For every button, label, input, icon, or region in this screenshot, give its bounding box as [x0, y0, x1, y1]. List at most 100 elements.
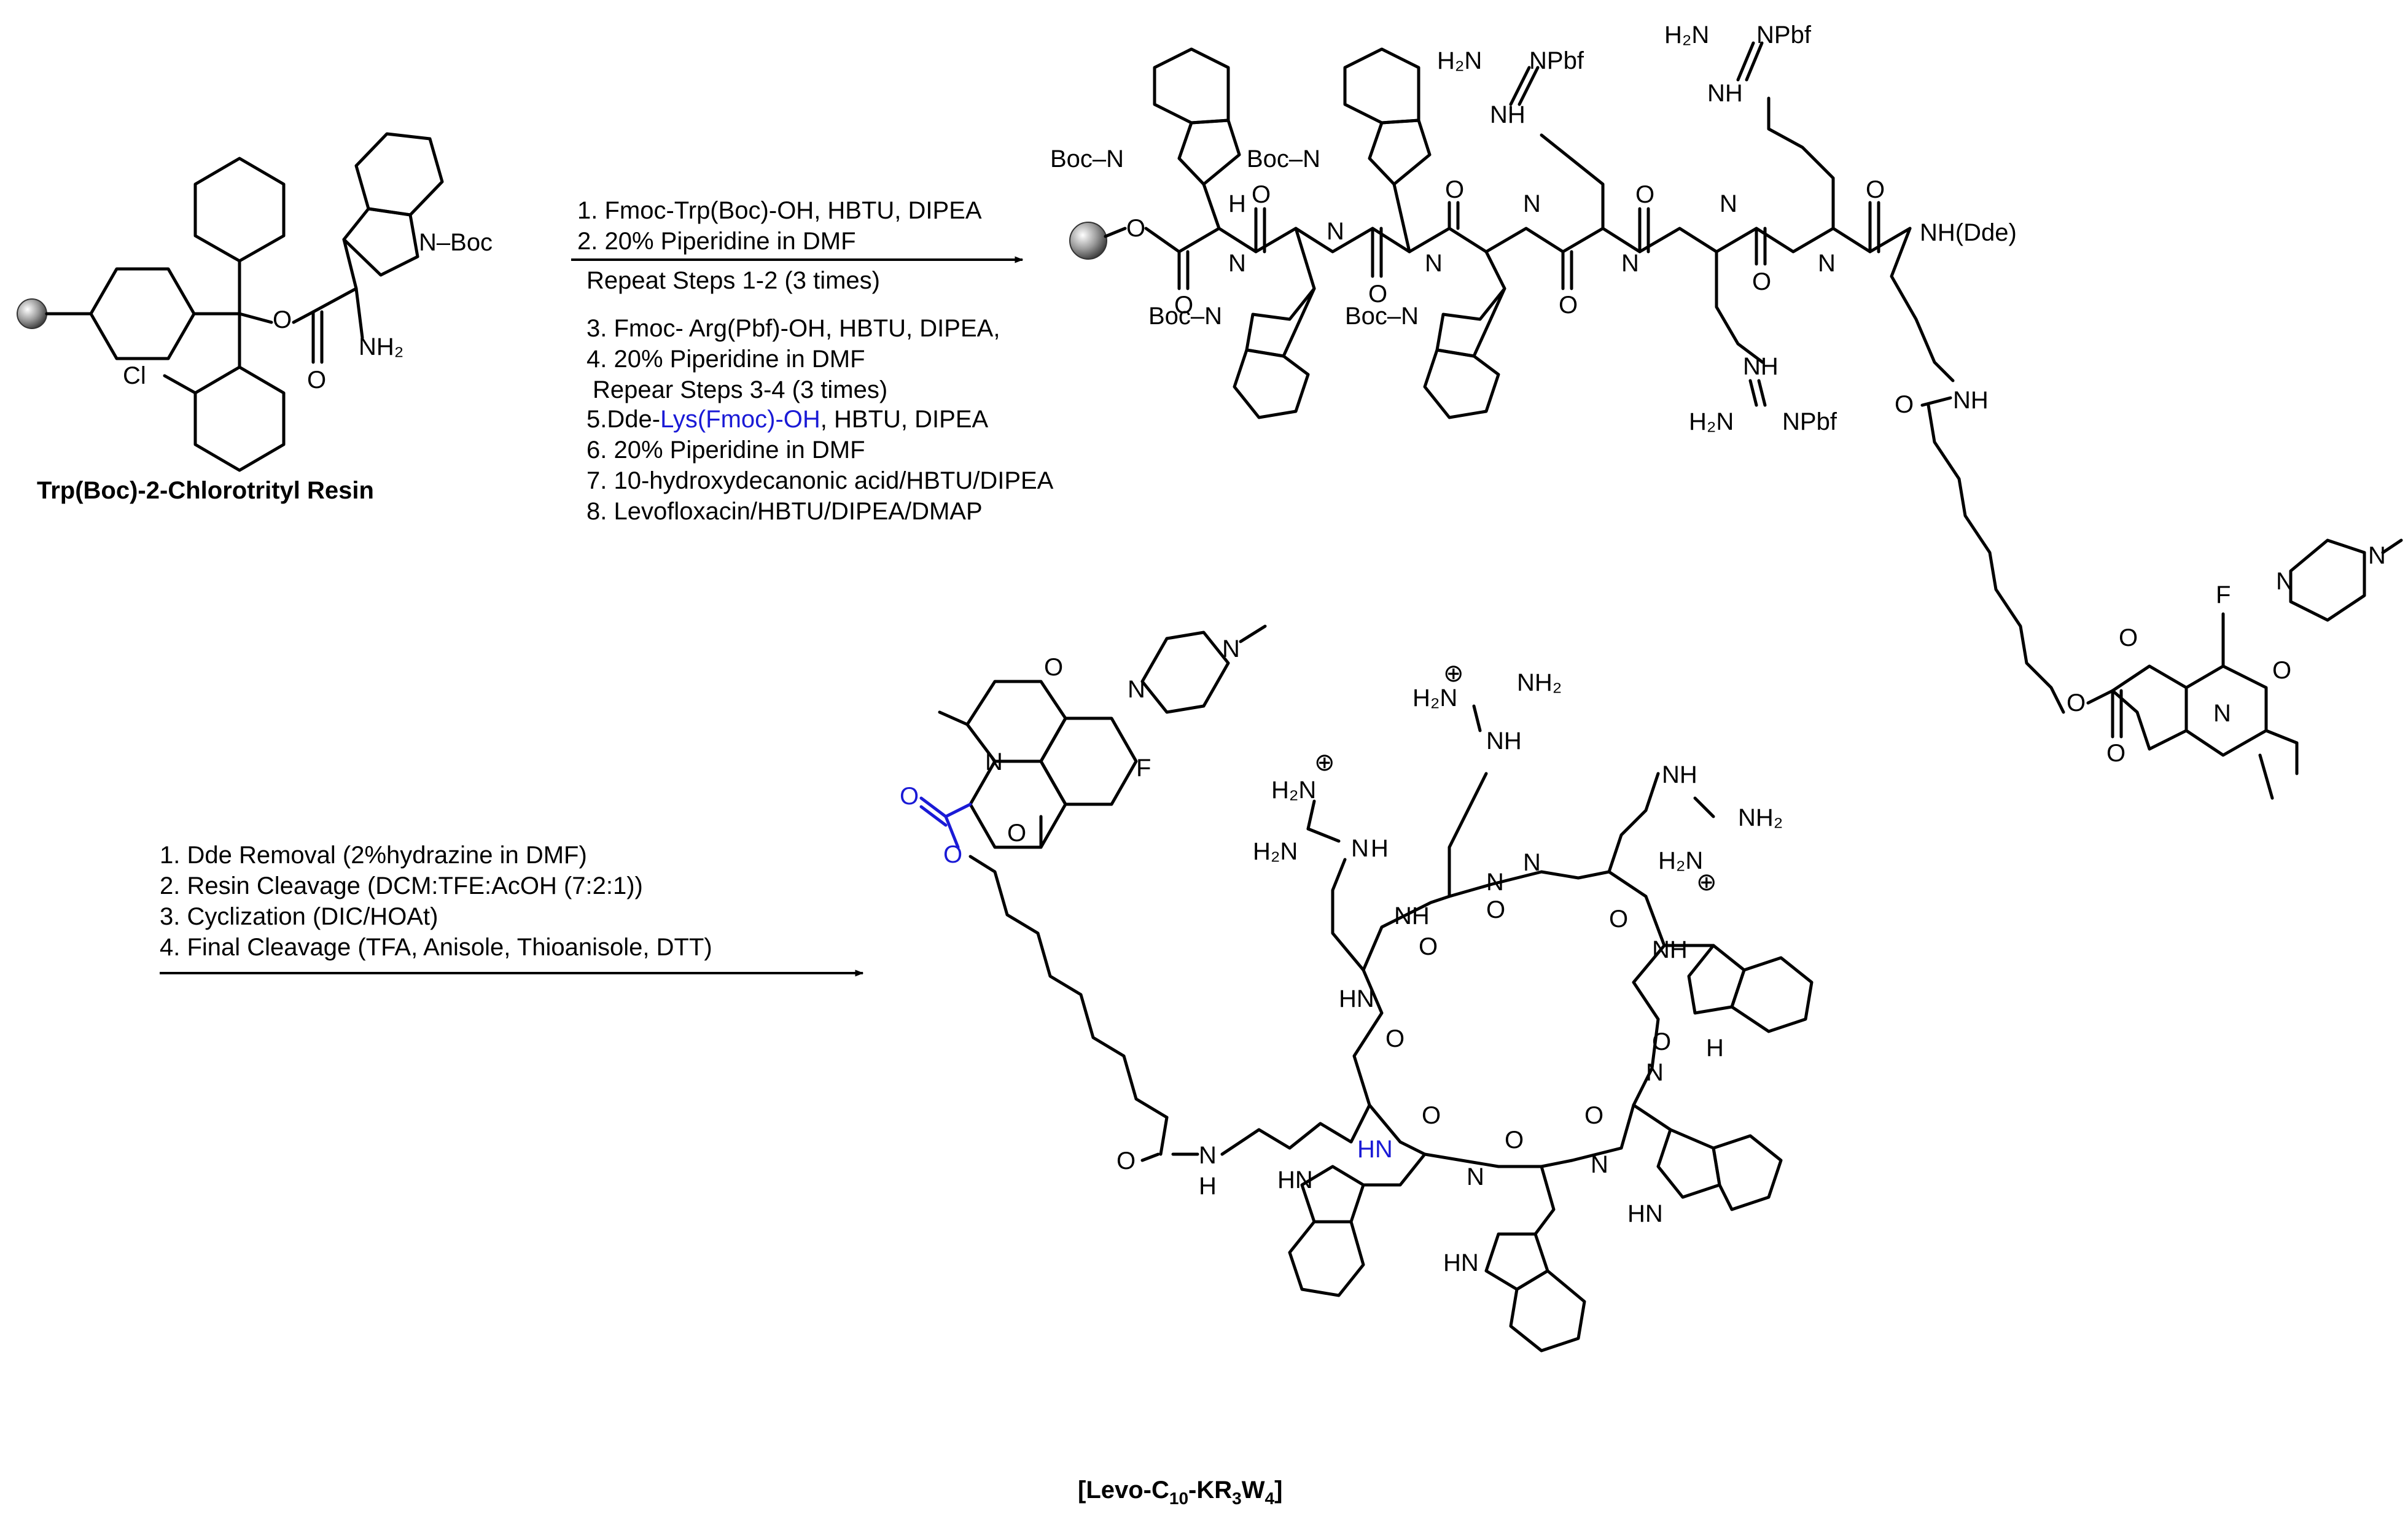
nh-dde-label: NH(Dde) [1920, 219, 2017, 246]
h2n-label: H₂N [1271, 777, 1316, 804]
h-atom: H [1199, 1173, 1217, 1200]
nh2-atom: NH₂ [359, 333, 403, 360]
indole-ring [1656, 1128, 1721, 1199]
reaction1-step-6: 6. 20% Piperidine in DMF [586, 437, 865, 464]
step5-highlight: Lys(Fmoc)-OH [660, 406, 820, 433]
f-atom: F [2216, 581, 2231, 608]
n-atom: N [1467, 1163, 1484, 1190]
reaction1-step-7: 7. 10-hydroxydecanonic acid/HBTU/DIPEA [586, 467, 1054, 494]
indole-ring [1368, 118, 1432, 186]
reaction1-step-1: 1. Fmoc-Trp(Boc)-OH, HBTU, DIPEA [577, 197, 982, 224]
step5-prefix: 5.Dde- [586, 406, 661, 433]
n-atom: N [1720, 190, 1737, 217]
o-atom: O [1368, 281, 1387, 308]
n-atom: N [1228, 250, 1246, 277]
o-atom: O [943, 841, 962, 868]
plus-charge: ⊕ [1696, 869, 1717, 896]
nh-label: NH [1652, 936, 1688, 963]
n-atom: N [2213, 700, 2231, 727]
step5-suffix: , HBTU, DIPEA [820, 406, 989, 433]
indole-ring [1177, 118, 1241, 186]
reaction1-step-3: 3. Fmoc- Arg(Pbf)-OH, HBTU, DIPEA, [586, 315, 1000, 342]
n-atom: N [1327, 218, 1344, 245]
o-atom: O [1866, 176, 1885, 203]
indole-pyrrole-ring [342, 207, 419, 277]
o-atom: O [1752, 268, 1771, 295]
plus-charge: ⊕ [1314, 749, 1335, 776]
indole-ring [1509, 1269, 1586, 1353]
o-atom: O [2272, 657, 2291, 684]
quinolone-aryl-ring [1039, 716, 1138, 806]
nh-label: NH [1743, 353, 1779, 380]
product-label: [Levo-C10-KR3W4] [1078, 1477, 1282, 1508]
hn-label: HN [1357, 1136, 1393, 1163]
h2n-label: H₂N [1689, 408, 1734, 435]
nh-label: NH [1953, 387, 1989, 414]
reaction1-step-8: 8. Levofloxacin/HBTU/DIPEA/DMAP [586, 498, 983, 525]
indole-ring [1730, 956, 1814, 1033]
o-atom: O [1445, 176, 1464, 203]
hn-label: HN [1339, 985, 1374, 1012]
hn-label: HN [1277, 1167, 1313, 1194]
resin-label: Trp(Boc)-2-Chlorotrityl Resin [37, 477, 374, 504]
o-atom: O [1486, 896, 1505, 923]
reaction1-step-repeat: Repeat Steps 1-2 (3 times) [586, 267, 880, 294]
indole-ring [1343, 47, 1420, 125]
o-atom: O [1252, 181, 1271, 208]
indole-ring [1687, 944, 1746, 1015]
h-atom: H [1228, 190, 1246, 217]
linear-peptide-structure: O O O O O O O O O N H N N N N N N NH(Dde… [1050, 21, 2403, 800]
reaction1-step-5: 5.Dde-Lys(Fmoc)-OH, HBTU, DIPEA [586, 404, 988, 435]
n-atom: N [1621, 250, 1639, 277]
o-atom: O [1044, 654, 1063, 681]
indole-ring [1423, 348, 1500, 419]
indole-ring [1300, 1165, 1365, 1224]
o-atom: O [1126, 215, 1145, 242]
hn-label: HN [1443, 1249, 1479, 1276]
resin-bead-icon [17, 298, 47, 329]
n-atom: N [1818, 250, 1836, 277]
nh-label: H [1706, 1035, 1724, 1062]
h-atom: H [1371, 835, 1389, 862]
indole-ring [1153, 47, 1230, 125]
o-atom: O [2119, 624, 2138, 651]
n-atom: N [1646, 1059, 1664, 1086]
o-atom: O [1635, 181, 1654, 208]
n-atom: N [1591, 1151, 1608, 1178]
reaction1-step-4: 4. 20% Piperidine in DMF [586, 346, 865, 373]
o-atom: O [1652, 1028, 1671, 1055]
reaction1-step-repeat-2: Repear Steps 3-4 (3 times) [593, 376, 888, 403]
boc-n-label: Boc–N [1148, 303, 1222, 330]
phenyl-ring [193, 157, 286, 263]
npbf-label: NPbf [1529, 47, 1584, 74]
indole-ring [1435, 287, 1506, 358]
npbf-label: NPbf [1756, 21, 1812, 49]
cyclic-peptide-structure: O N N N F O O O O N H HN O O O O O O [900, 624, 1814, 1353]
chlorophenyl-ring [193, 365, 286, 472]
o-atom: O [1007, 820, 1026, 847]
cl-atom: Cl [123, 362, 146, 389]
quinolone-ring [2111, 664, 2188, 751]
indole-ring [1288, 1220, 1365, 1297]
h2n-label: H₂N [1412, 685, 1457, 712]
indole-benzene-ring [354, 132, 444, 217]
hn-label: HN [1627, 1200, 1663, 1227]
n-atom: N [1523, 190, 1541, 217]
oxazine-ring [965, 680, 1067, 763]
piperazine-ring [1140, 631, 1230, 714]
h2n-label: H₂N [1253, 838, 1298, 865]
boc-n-label: Boc–N [1050, 146, 1124, 173]
n-atom: N [1425, 250, 1443, 277]
o-atom: O [1385, 1025, 1405, 1052]
o-atom: O [1419, 933, 1438, 960]
n-atom: N [1486, 869, 1504, 896]
phenyl-ring [89, 267, 196, 360]
n-atom: N [1199, 1142, 1217, 1169]
o-atom: O [1895, 391, 1914, 418]
resin-structure: Cl O O NH₂ N–Boc [17, 132, 493, 472]
nh-label: NH [1394, 903, 1430, 930]
o-atom: O [1116, 1147, 1136, 1174]
boc-label: N–Boc [419, 229, 493, 256]
o-atom: O [1584, 1102, 1603, 1129]
